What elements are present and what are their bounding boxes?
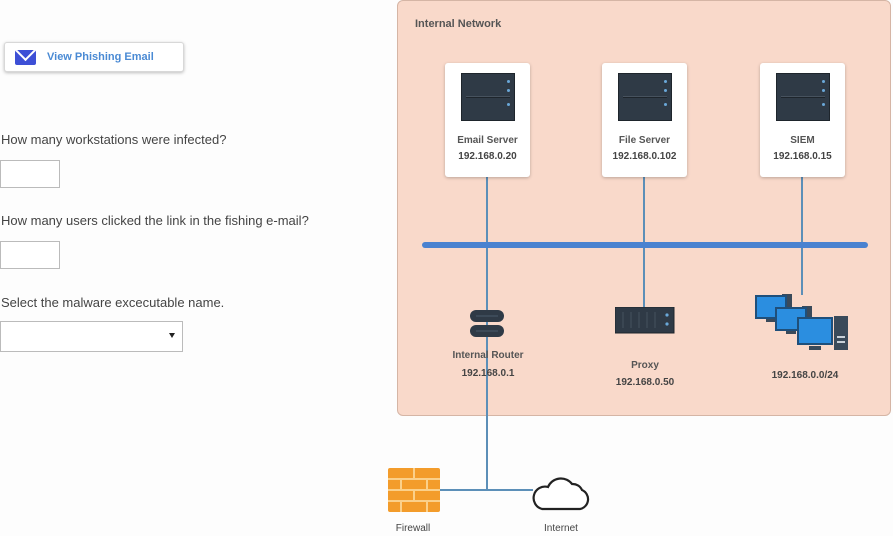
siem-workstations-link xyxy=(801,177,803,295)
question-workstations-infected: How many workstations were infected? xyxy=(1,132,227,147)
server-name: SIEM xyxy=(790,135,815,146)
question-malware-name: Select the malware excecutable name. xyxy=(1,295,225,310)
firewall-icon xyxy=(388,468,440,512)
workstations-subnet: 192.168.0.0/24 xyxy=(771,370,839,381)
server-name: Email Server xyxy=(457,135,518,146)
workstations-infected-input[interactable] xyxy=(0,160,60,188)
view-phishing-email-label: View Phishing Email xyxy=(47,51,154,63)
router-ip: 192.168.0.1 xyxy=(461,368,515,379)
view-phishing-email-button[interactable]: View Phishing Email xyxy=(4,42,184,72)
server-icon xyxy=(614,306,675,334)
server-ip: 192.168.0.20 xyxy=(458,151,517,162)
proxy-ip: 192.168.0.50 xyxy=(615,377,675,388)
dropdown-arrow-icon xyxy=(169,333,175,338)
internal-network-title: Internal Network xyxy=(415,18,502,30)
envelope-icon xyxy=(15,49,36,65)
router-icon xyxy=(470,310,504,337)
server-icon xyxy=(618,73,672,121)
workstations-icon xyxy=(755,294,848,350)
malware-name-select[interactable] xyxy=(0,321,183,352)
firewall-internet-link xyxy=(438,489,533,491)
server-name: File Server xyxy=(618,135,671,146)
server-icon xyxy=(461,73,515,121)
internet-label: Internet xyxy=(544,523,578,534)
internet[interactable] xyxy=(530,471,592,513)
proxy-name: Proxy xyxy=(631,360,659,371)
firewall-label: Firewall xyxy=(395,523,431,534)
server-icon xyxy=(776,73,830,121)
firewall[interactable] xyxy=(388,468,440,512)
question-users-clicked: How many users clicked the link in the f… xyxy=(1,213,309,228)
server-card-siem[interactable]: SIEM 192.168.0.15 xyxy=(760,63,845,177)
server-ip: 192.168.0.15 xyxy=(773,151,832,162)
network-bus xyxy=(422,242,868,248)
proxy[interactable] xyxy=(614,306,675,334)
cloud-icon xyxy=(532,477,590,511)
workstations[interactable] xyxy=(754,292,850,356)
server-ip: 192.168.0.102 xyxy=(612,151,677,162)
internal-router[interactable] xyxy=(466,308,508,340)
server-card-file[interactable]: File Server 192.168.0.102 xyxy=(602,63,687,177)
router-name: Internal Router xyxy=(452,350,524,361)
users-clicked-input[interactable] xyxy=(0,241,60,269)
server-card-email[interactable]: Email Server 192.168.0.20 xyxy=(445,63,530,177)
